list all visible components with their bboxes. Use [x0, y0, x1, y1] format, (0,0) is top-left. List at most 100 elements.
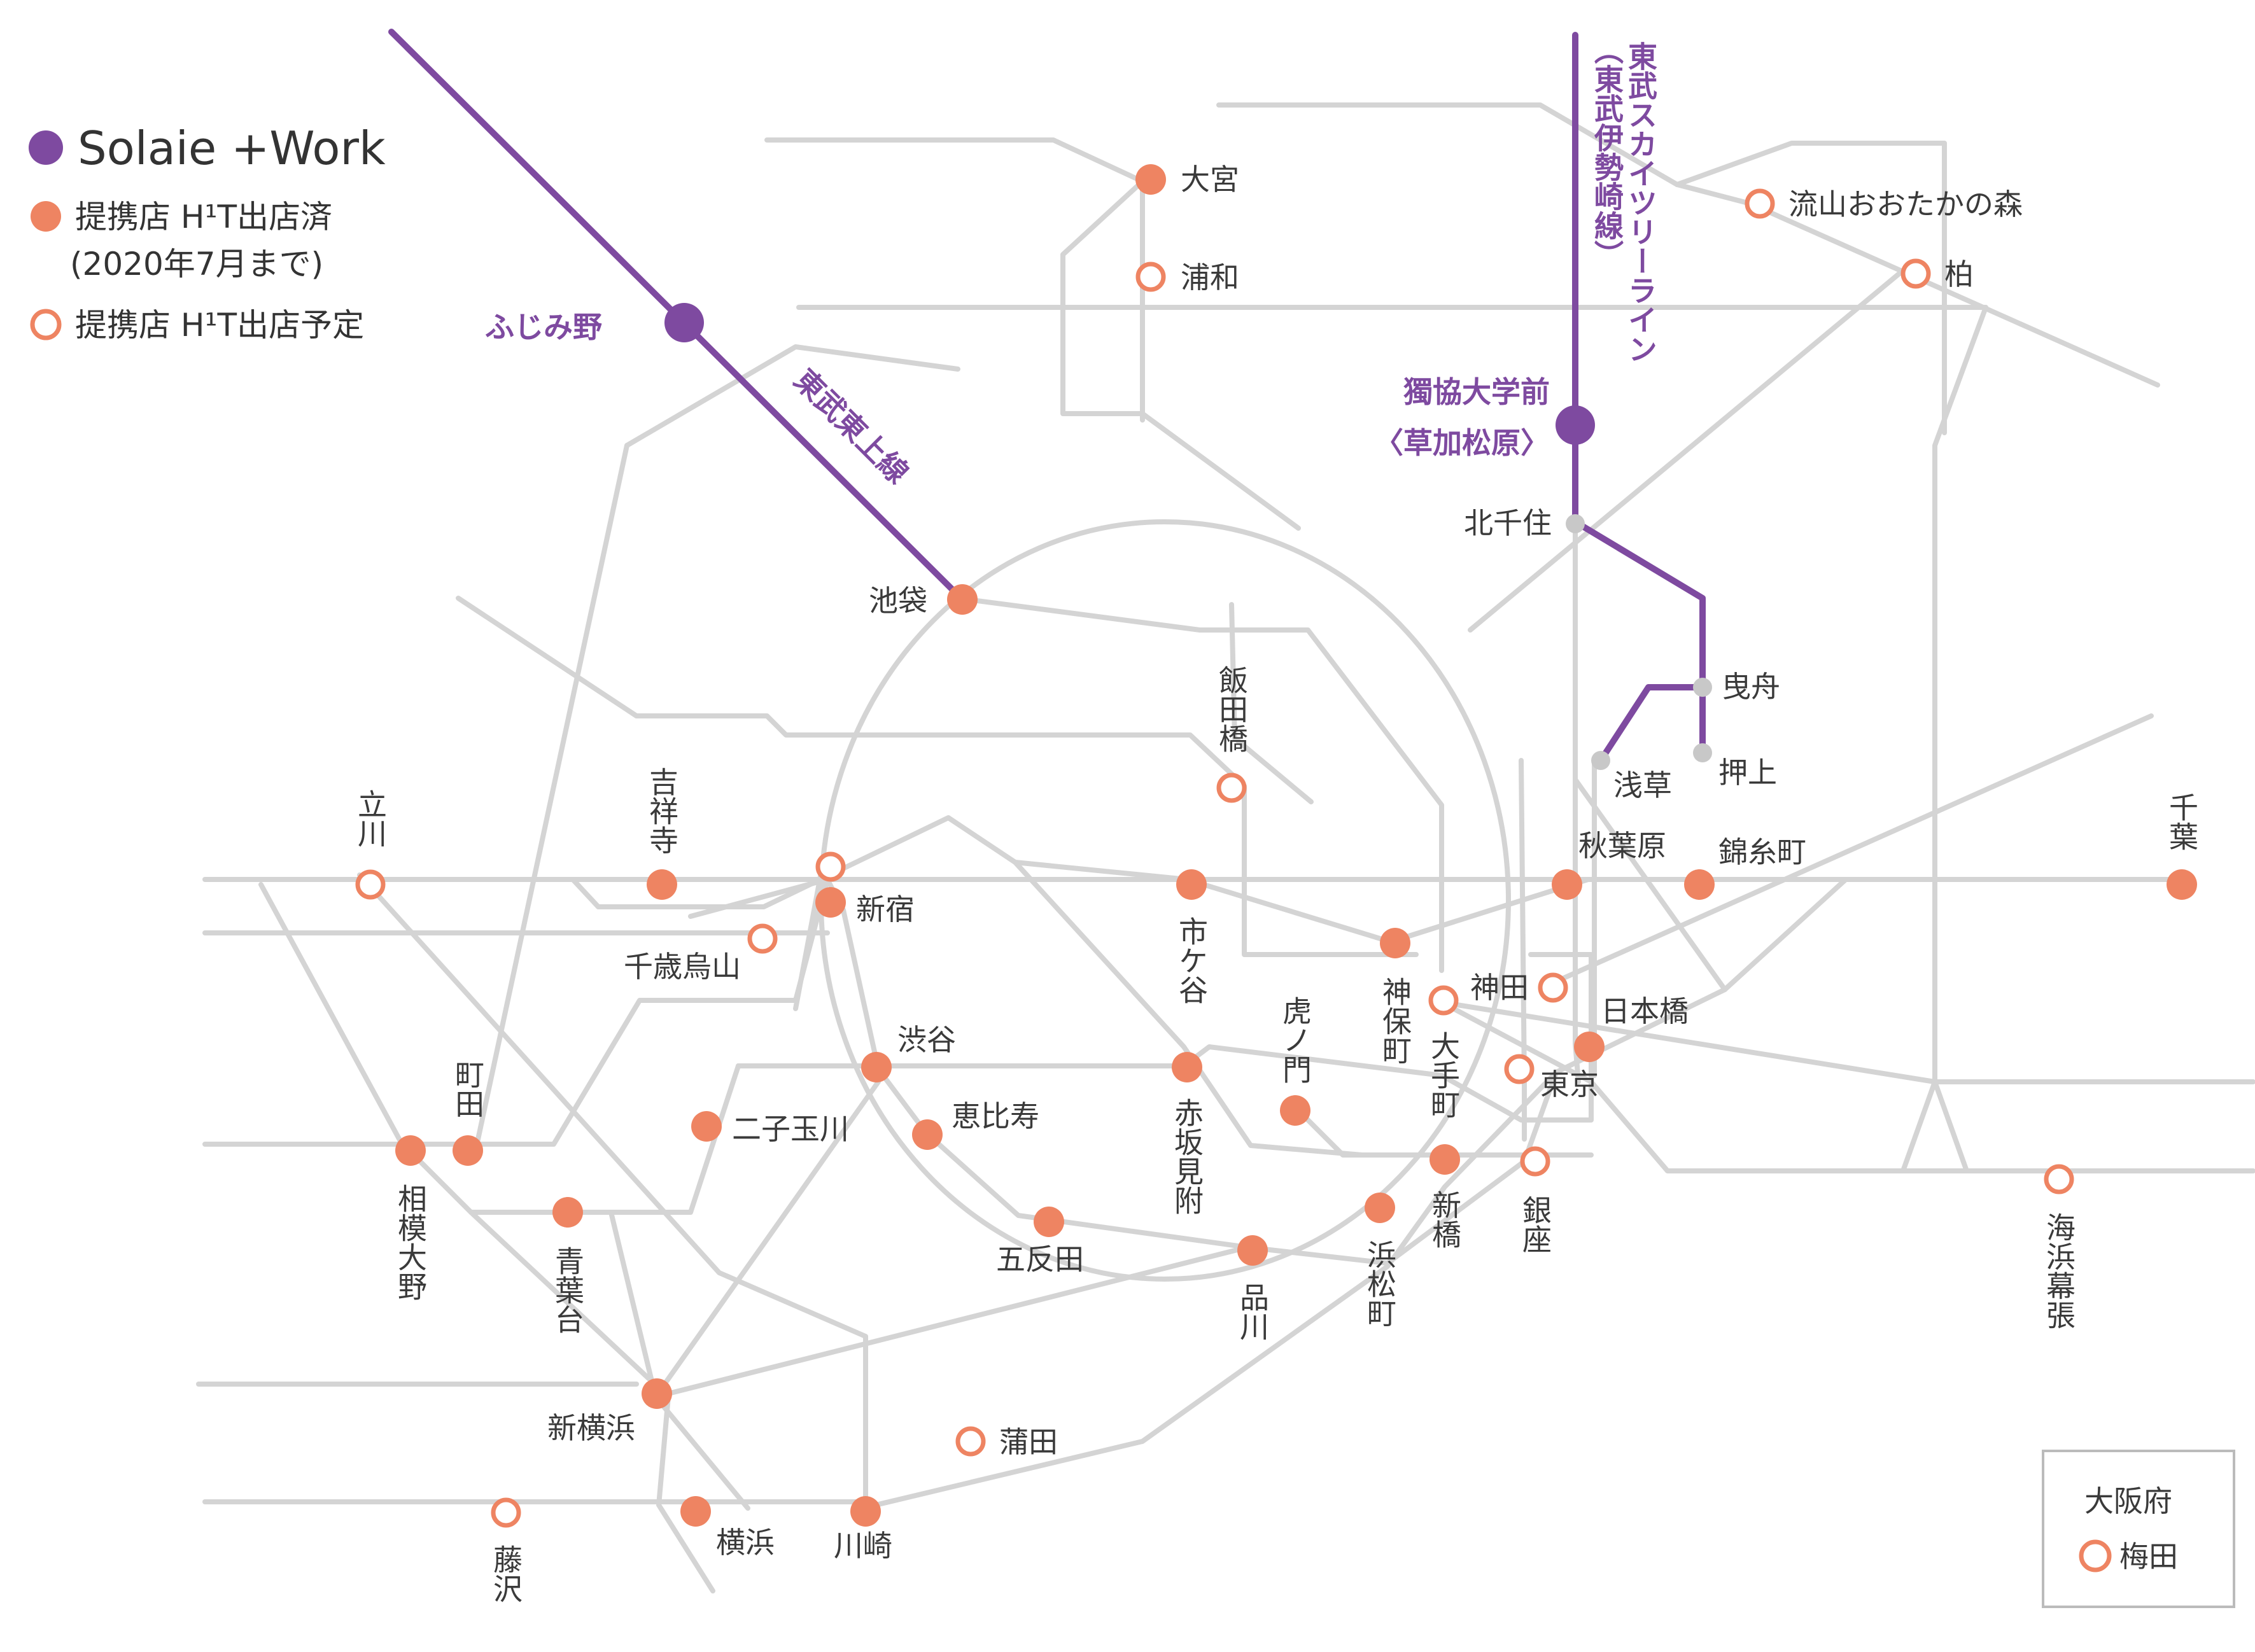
station-futakotamagawa-marker [691, 1111, 722, 1142]
station-nagareyama-marker [1745, 188, 1775, 219]
station-kaihinmakuhari-marker [2044, 1164, 2074, 1194]
station-tachikawa-marker [355, 869, 386, 900]
station-ginza-label: 銀座 [1518, 1195, 1552, 1254]
osaka-box: 大阪府 梅田 [2042, 1450, 2235, 1608]
station-kichijoji-marker [647, 869, 677, 900]
legend-partner-planned-label: 提携店 H¹T出店予定 [75, 307, 364, 344]
station-chiba-marker [2167, 869, 2197, 900]
solaie-station-label: ふじみ野 [485, 310, 602, 344]
legend-partner-open-note: (2020年7月まで) [70, 246, 323, 283]
solaie-station-marker [664, 303, 704, 342]
rail-line [653, 1245, 1250, 1399]
station-omiya-label: 大宮 [1181, 162, 1239, 197]
station-yokohama-label: 横浜 [716, 1525, 775, 1560]
station-akihabara-marker [1552, 869, 1582, 900]
tobu-skytree-line-label: 東武スカイツリーライン [1624, 41, 1658, 363]
rail-line [1060, 179, 1301, 531]
rail-line [955, 596, 1444, 973]
station-ebisu-label: 恵比寿 [952, 1099, 1039, 1133]
rail-line [793, 871, 824, 1011]
station-kawasaki-marker [850, 1496, 881, 1527]
rail-line [764, 137, 1145, 276]
station-ikebukuro-marker [947, 584, 978, 615]
rail-line [1439, 1000, 2255, 1173]
tobu-skytree-line [1572, 32, 1706, 757]
legend-solaie-marker [29, 130, 63, 165]
station-kashiwa-label: 柏 [1944, 257, 1974, 291]
station-kinshicho-label: 錦糸町 [1718, 835, 1806, 869]
legend-solaie-label: Solaie +Work [78, 122, 386, 175]
station-kaihinmakuhari-label: 海浜幕張 [2042, 1212, 2076, 1329]
rail-line [258, 882, 715, 1593]
station-chitosekarasuyama-label: 千歳烏山 [624, 949, 741, 984]
station-otemachi-label: 大手町 [1426, 1031, 1461, 1119]
station-otemachi-marker [1428, 985, 1459, 1016]
station-tokyo-label: 東京 [1540, 1067, 1599, 1102]
legend: Solaie +Work 提携店 H¹T出店済 (2020年7月まで) 提携店 … [29, 122, 386, 344]
station-kashiwa-marker [1900, 258, 1931, 289]
station-shimbashi-marker [1430, 1144, 1460, 1175]
rail-line [1573, 516, 1581, 1084]
station-kinshicho-marker [1684, 869, 1715, 900]
minor-stations: 北千住曳舟浅草押上 [1464, 506, 1780, 802]
osaka-box-title: 大阪府 [2084, 1484, 2172, 1518]
station-nihombashi-marker [1574, 1032, 1605, 1062]
station-machida-marker [453, 1135, 483, 1166]
station-shibuya-label: 渋谷 [897, 1023, 956, 1057]
rail-line [624, 344, 960, 448]
station-shinagawa-marker [1237, 1235, 1268, 1266]
station-sagamiono-label: 相模大野 [393, 1184, 428, 1301]
rail-line [1216, 102, 2160, 388]
minor-station-marker [1591, 751, 1610, 770]
station-hamamatsucho-marker [1365, 1193, 1395, 1223]
rail-line [796, 305, 1988, 1173]
station-chitosekarasuyama-marker [747, 923, 778, 954]
station-iidabashi-marker [1216, 773, 1247, 803]
station-ichigaya-marker [1176, 869, 1207, 900]
station-ginza-marker [1520, 1146, 1550, 1177]
station-shinjuku-marker [815, 887, 846, 918]
rail-line [1557, 713, 2154, 983]
rail-line [1013, 860, 1365, 1158]
station-shinyokohama-label: 新横浜 [547, 1411, 635, 1445]
minor-station-label: 押上 [1718, 755, 1777, 790]
station-aobadai-label: 青葉台 [551, 1246, 585, 1334]
station-chiba-label: 千葉 [2165, 792, 2199, 851]
station-yokohama-marker [680, 1496, 711, 1527]
rail-line [456, 596, 1419, 957]
station-urawa-label: 浦和 [1181, 260, 1239, 295]
solaie-station-marker [1556, 405, 1595, 445]
rail-line [202, 877, 830, 1147]
umeda-station-marker [2079, 1539, 2112, 1572]
rail-line [1245, 1070, 1559, 1266]
rail-line [688, 877, 1008, 919]
station-fujisawa-marker [491, 1497, 521, 1528]
tobu-asakusa-branch [1598, 684, 1706, 764]
osaka-box-frame [2042, 1450, 2235, 1608]
rail-line [1722, 877, 1848, 992]
station-kawasaki-label: 川崎 [834, 1529, 892, 1563]
rail-line [1229, 602, 1314, 804]
station-omiya-marker [1135, 164, 1166, 195]
legend-partner-open-label: 提携店 H¹T出店済 [75, 199, 332, 235]
station-tokyo-marker [1504, 1054, 1535, 1084]
station-nihombashi-label: 日本橋 [1601, 994, 1689, 1028]
station-jimbocho-marker [1380, 928, 1410, 958]
station-ikebukuro-label: 池袋 [869, 584, 927, 618]
station-machida-label: 町田 [451, 1060, 485, 1118]
station-ichigaya-label: 市ケ谷 [1174, 916, 1209, 1004]
station-kanda-label: 神田 [1470, 970, 1529, 1005]
minor-station-marker [1693, 743, 1712, 762]
rail-line [1439, 1000, 2255, 1084]
station-shimbashi-label: 新橋 [1428, 1190, 1462, 1249]
station-gotanda-marker [1034, 1207, 1064, 1237]
station-aobadai-marker [552, 1197, 583, 1228]
rail-line [468, 1063, 741, 1215]
station-fujisawa-label: 藤沢 [489, 1544, 523, 1603]
station-nagareyama-label: 流山おおたかの森 [1788, 187, 2023, 221]
rail-line [1468, 268, 1906, 633]
station-kamata-marker [955, 1426, 986, 1457]
minor-station-label: 北千住 [1464, 506, 1552, 540]
station-shibuya-marker [861, 1052, 892, 1082]
